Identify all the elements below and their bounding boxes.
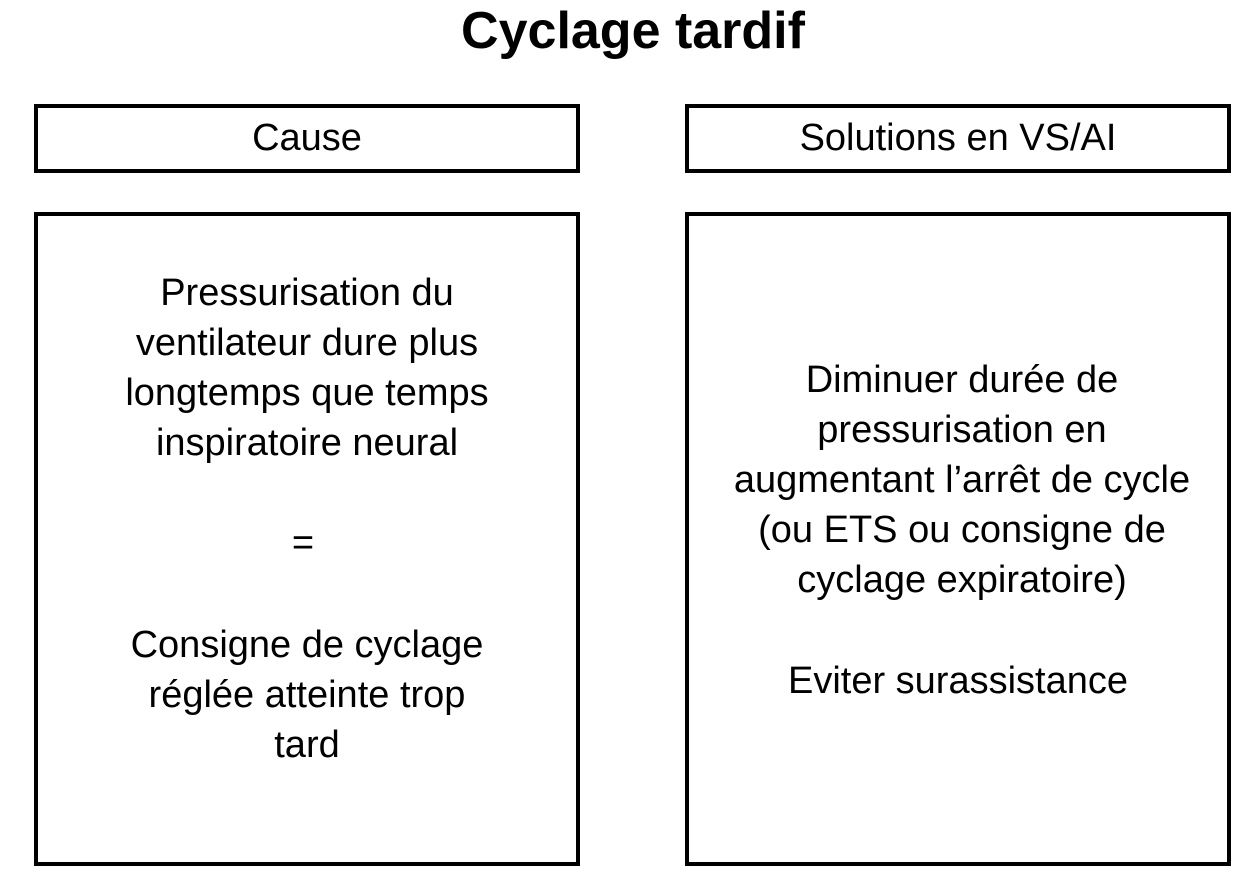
solution-secondary: Eviter surassistance xyxy=(787,660,1128,702)
solution-primary: Diminuer durée de pressurisation en augm… xyxy=(733,359,1191,601)
cause-description: Pressurisation du ventilateur dure plus … xyxy=(125,272,489,464)
solutions-header-label: Solutions en VS/AI xyxy=(799,117,1117,159)
cause-header-label: Cause xyxy=(252,117,362,159)
cause-consequence: Consigne de cyclage réglée atteinte trop… xyxy=(130,624,484,766)
equals-sign: = xyxy=(291,522,315,564)
solutions-content-box: Diminuer durée de pressurisation en augm… xyxy=(685,212,1231,866)
cause-content-box: Pressurisation du ventilateur dure plus … xyxy=(34,212,580,866)
cause-header-box: Cause xyxy=(34,104,580,173)
solutions-header-box: Solutions en VS/AI xyxy=(685,104,1231,173)
page-title: Cyclage tardif xyxy=(461,2,805,60)
